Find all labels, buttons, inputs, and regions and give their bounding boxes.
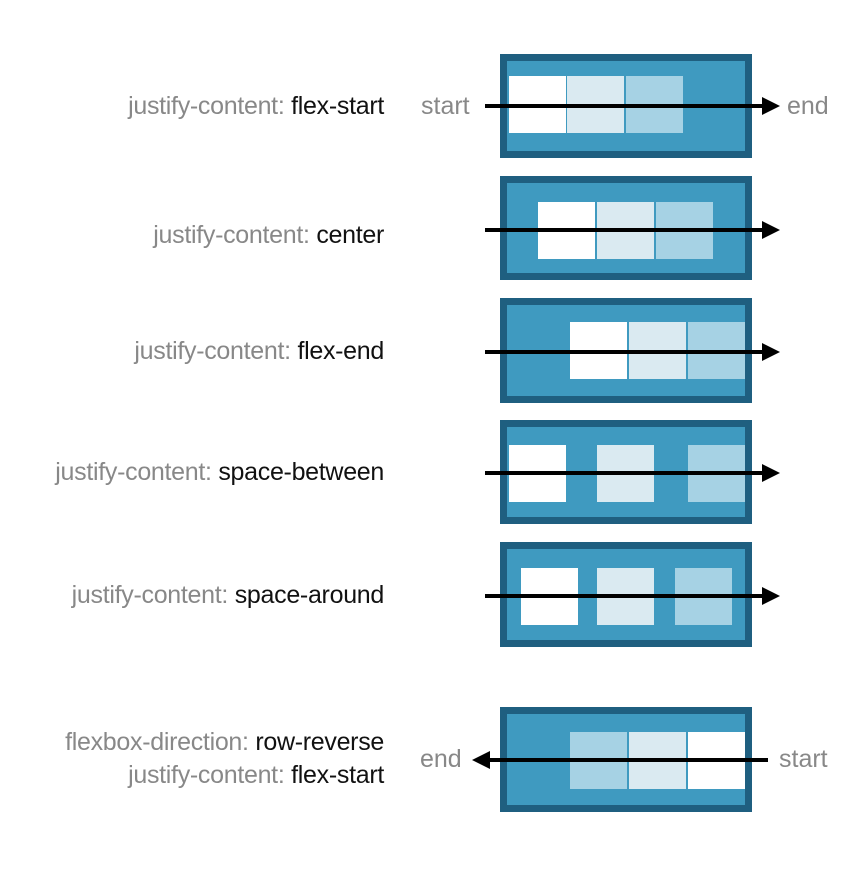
- label-flex-end: justify-content: flex-end: [134, 336, 384, 366]
- flex-item-3: [675, 568, 732, 625]
- property-name: justify-content:: [55, 458, 212, 486]
- property-name: justify-content:: [128, 761, 285, 789]
- arrowhead-icon: [472, 751, 490, 769]
- arrowhead-icon: [762, 587, 780, 605]
- axis-end-label: end: [787, 92, 829, 120]
- flex-container-space-between: [500, 420, 752, 524]
- flex-item-3: [688, 322, 745, 379]
- flex-item-2: [597, 445, 654, 502]
- flex-item-1: [509, 76, 566, 133]
- label-flex-start: justify-content: flex-start: [128, 91, 384, 121]
- arrowhead-icon: [762, 221, 780, 239]
- property-value: center: [316, 221, 384, 249]
- flex-item-1: [521, 568, 578, 625]
- flex-item-3: [626, 76, 683, 133]
- property-value: row-reverse: [255, 728, 384, 756]
- flex-item-2: [629, 322, 686, 379]
- property-name: justify-content:: [128, 92, 285, 120]
- axis-start-label: start: [421, 92, 470, 120]
- property-name: justify-content:: [153, 221, 310, 249]
- flex-item-1: [509, 445, 566, 502]
- flex-item-1: [538, 202, 595, 259]
- property-name: justify-content:: [134, 337, 291, 365]
- flex-item-2: [597, 202, 654, 259]
- property-name: flexbox-direction:: [65, 728, 249, 756]
- flex-item-2: [629, 732, 686, 789]
- flex-item-1: [570, 322, 627, 379]
- label-row-reverse: flexbox-direction: row-reverse justify-c…: [65, 727, 384, 790]
- label-space-around: justify-content: space-around: [71, 580, 385, 610]
- arrowhead-icon: [762, 97, 780, 115]
- flex-item-1: [688, 732, 745, 789]
- arrowhead-icon: [762, 343, 780, 361]
- axis-end-label-reverse: end: [420, 745, 462, 773]
- flex-item-2: [597, 568, 654, 625]
- flex-item-2: [567, 76, 624, 133]
- property-value: flex-start: [291, 761, 384, 789]
- flex-container-center: [500, 176, 752, 280]
- property-value: flex-end: [297, 337, 384, 365]
- flex-container-row-reverse: [500, 707, 752, 812]
- flex-item-3: [688, 445, 745, 502]
- flex-item-3: [656, 202, 713, 259]
- label-center: justify-content: center: [153, 220, 384, 250]
- property-value: flex-start: [291, 92, 384, 120]
- flex-container-flex-start: [500, 54, 752, 158]
- axis-start-label-reverse: start: [779, 745, 828, 773]
- arrowhead-icon: [762, 464, 780, 482]
- label-space-between: justify-content: space-between: [55, 457, 384, 487]
- flex-container-space-around: [500, 542, 752, 647]
- flex-container-flex-end: [500, 298, 752, 403]
- property-value: space-around: [234, 581, 385, 609]
- property-name: justify-content:: [71, 581, 229, 609]
- flex-item-3: [570, 732, 627, 789]
- property-value: space-between: [218, 458, 384, 486]
